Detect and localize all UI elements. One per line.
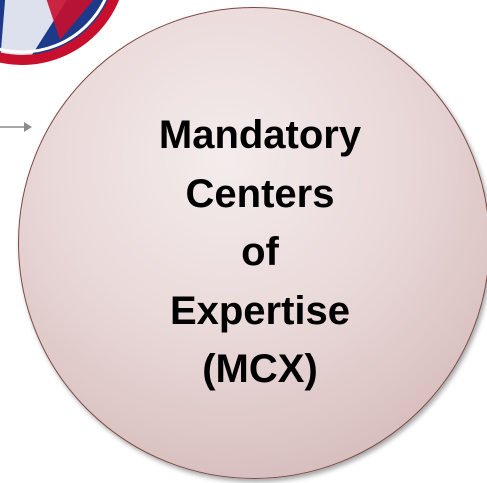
node-label-line: (MCX) bbox=[202, 347, 318, 391]
mcx-node-label: Mandatory Centers of Expertise (MCX) bbox=[125, 106, 395, 399]
node-label-line: Mandatory bbox=[158, 113, 362, 157]
mcx-node bbox=[18, 7, 487, 479]
flag-emblem-icon bbox=[0, 0, 120, 65]
node-label-line: of bbox=[241, 230, 279, 274]
arrow-right-icon bbox=[0, 122, 32, 132]
node-label-line: Expertise bbox=[169, 288, 351, 333]
node-label-line: Centers bbox=[185, 171, 335, 216]
